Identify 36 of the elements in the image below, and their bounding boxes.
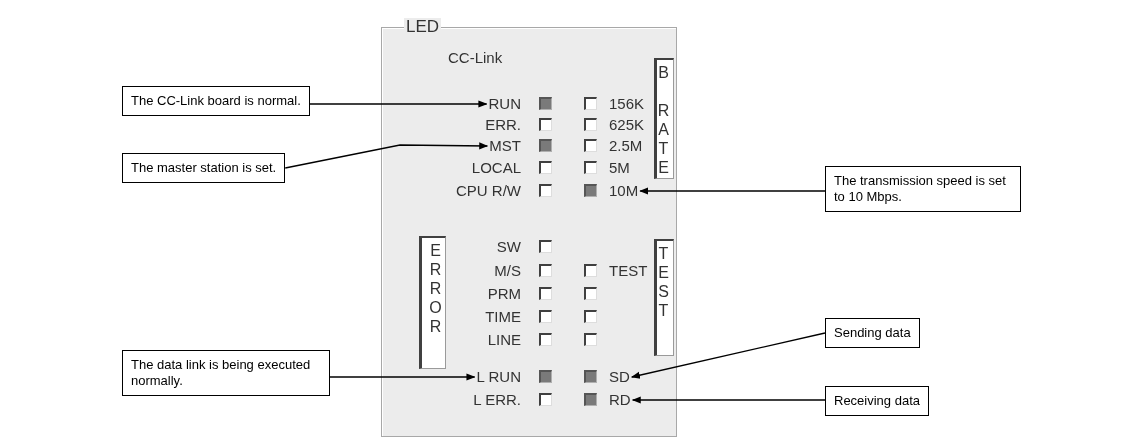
status-label: 625K (609, 116, 645, 134)
callout-box: The master station is set. (122, 153, 286, 183)
status-label: SD (609, 368, 630, 386)
status-label: LOCAL (471, 159, 521, 177)
status-label: RD (609, 391, 631, 409)
status-label: LINE (487, 331, 521, 349)
status-label: RUN (488, 95, 521, 113)
status-label: 156K (609, 95, 645, 113)
arrow (639, 187, 826, 195)
status-label: L ERR. (473, 391, 521, 409)
vertical-label-panel: ERROR (419, 236, 446, 369)
status-label: TEST (609, 262, 648, 280)
status-label: SW (496, 238, 521, 256)
arrow (631, 396, 826, 404)
status-label: 2.5M (609, 137, 643, 155)
status-label: CPU R/W (456, 182, 521, 200)
callout-box: Sending data (825, 318, 920, 348)
callout-box: The data link is being executed normally. (122, 350, 330, 396)
status-label: 5M (609, 159, 630, 177)
callout-box: The CC-Link board is normal. (122, 86, 310, 116)
status-label: M/S (494, 262, 521, 280)
status-label: 10M (609, 182, 639, 200)
status-label: TIME (485, 308, 521, 326)
status-label: L RUN (476, 368, 521, 386)
vertical-label-panel: B RATE (654, 58, 674, 179)
callout-box: The transmission speed is set to 10 Mbps. (825, 166, 1021, 212)
status-label: MST (489, 137, 521, 155)
status-label: ERR. (485, 116, 521, 134)
arrow (630, 332, 826, 379)
vertical-label-panel: TEST (654, 239, 674, 356)
arrow (284, 142, 489, 169)
arrow (329, 373, 476, 381)
callout-box: Receiving data (825, 386, 929, 416)
section-title: CC-Link (448, 49, 503, 67)
arrow (309, 100, 488, 108)
status-label: PRM (487, 285, 521, 303)
